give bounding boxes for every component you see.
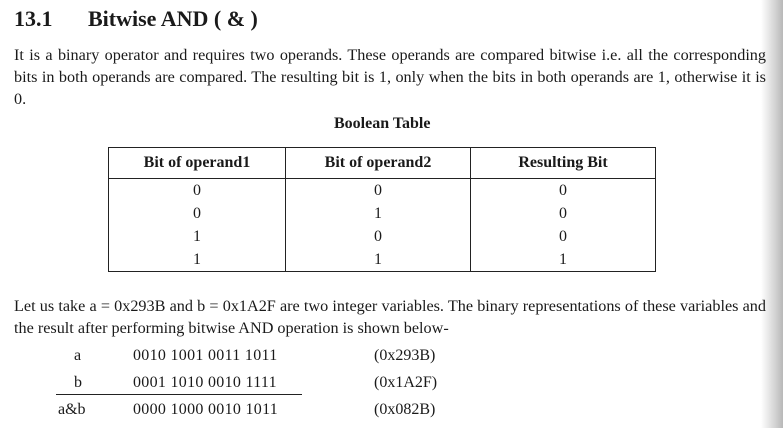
example-paragraph: Let us take a = 0x293B and b = 0x1A2F ar… <box>14 297 766 337</box>
table-row: 1 1 1 <box>108 248 656 272</box>
table-row: 0 1 0 <box>108 202 656 225</box>
table-header-row: Bit of operand1 Bit of operand2 Resultin… <box>108 147 656 179</box>
table-cell: 1 <box>108 225 286 248</box>
boolean-table: Bit of operand1 Bit of operand2 Resultin… <box>108 147 656 272</box>
calculation-divider <box>56 394 302 395</box>
header-result: Resulting Bit <box>470 147 656 179</box>
table-cell: 1 <box>108 248 286 272</box>
table-cell: 0 <box>470 202 656 225</box>
calc-label-result: a&b <box>58 401 86 418</box>
calc-bits-a: 0010 1001 0011 1011 <box>133 347 278 364</box>
page-edge-shadow <box>761 0 783 428</box>
section-heading: 13.1 Bitwise AND ( & ) <box>14 6 258 32</box>
calc-bits-b: 0001 1010 0010 1111 <box>133 374 277 391</box>
table-title: Boolean Table <box>334 115 431 132</box>
table-cell: 0 <box>108 202 286 225</box>
table-cell: 1 <box>285 248 471 272</box>
calc-hex-result: (0x082B) <box>374 401 436 418</box>
intro-paragraph: It is a binary operator and requires two… <box>14 46 766 108</box>
section-number: 13.1 <box>14 6 53 31</box>
table-cell: 0 <box>108 178 286 202</box>
calc-hex-b: (0x1A2F) <box>374 374 438 391</box>
table-cell: 1 <box>470 248 656 272</box>
table-cell: 0 <box>285 225 471 248</box>
header-operand1: Bit of operand1 <box>108 147 286 179</box>
section-title: Bitwise AND ( & ) <box>88 6 258 31</box>
table-row: 0 0 0 <box>108 178 656 202</box>
calc-label-a: a <box>74 347 82 364</box>
calc-label-b: b <box>74 374 82 391</box>
calc-bits-result: 0000 1000 0010 1011 <box>133 401 279 418</box>
table-cell: 0 <box>285 178 471 202</box>
table-row: 1 0 0 <box>108 225 656 248</box>
calc-hex-a: (0x293B) <box>374 347 436 364</box>
header-operand2: Bit of operand2 <box>285 147 471 179</box>
table-cell: 1 <box>285 202 471 225</box>
table-cell: 0 <box>470 225 656 248</box>
table-cell: 0 <box>470 178 656 202</box>
